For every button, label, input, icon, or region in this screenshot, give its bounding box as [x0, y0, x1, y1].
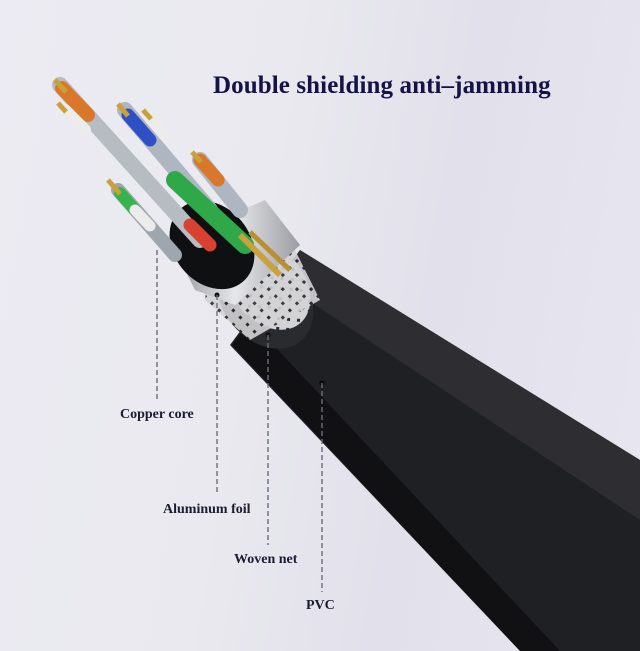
label-pvc: PVC	[306, 598, 335, 613]
callout-line-pvc	[319, 380, 325, 592]
label-copper-core: Copper core	[120, 407, 194, 422]
callout-line-woven-net	[265, 332, 271, 545]
page-title: Double shielding anti–jamming	[213, 72, 551, 99]
copper-core-wires	[52, 77, 292, 278]
label-aluminum-foil: Aluminum foil	[163, 502, 251, 517]
callout-line-aluminum-foil	[214, 292, 220, 495]
label-woven-net: Woven net	[234, 552, 298, 567]
callout-lines	[156, 250, 325, 592]
